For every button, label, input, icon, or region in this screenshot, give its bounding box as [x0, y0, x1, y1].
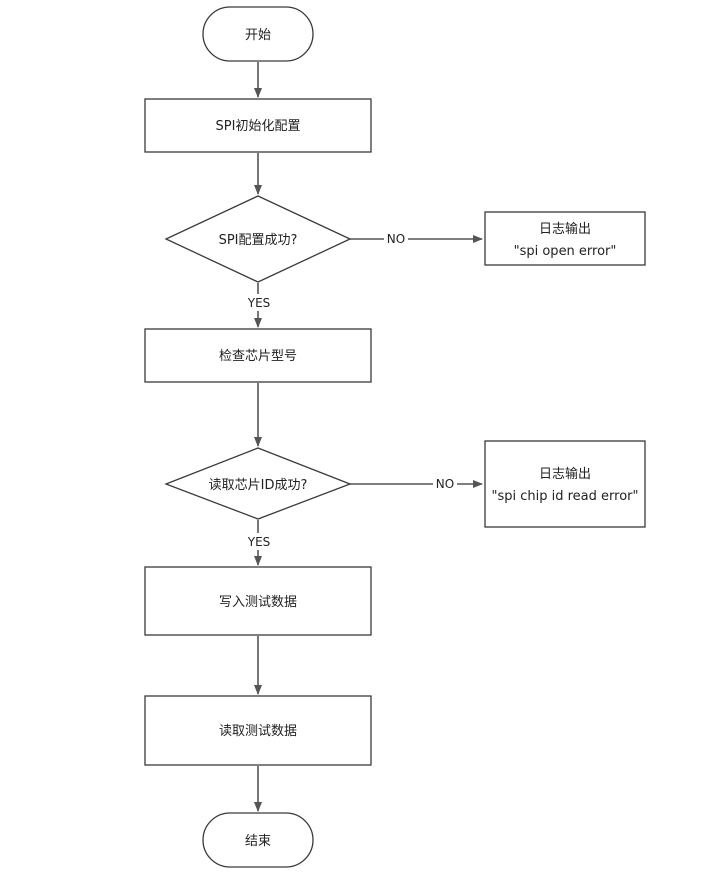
- node-log-open-title: 日志输出: [539, 221, 591, 237]
- node-start-label: 开始: [245, 28, 271, 43]
- edge-labels: NO YES NO YES: [244, 230, 457, 550]
- edge-label-yes1: YES: [247, 296, 271, 310]
- node-log-id-title: 日志输出: [539, 466, 591, 482]
- node-end: 结束: [202, 812, 314, 868]
- node-read-data-label: 读取测试数据: [219, 724, 297, 739]
- node-check-chip: 检查芯片型号: [144, 328, 372, 383]
- edge-label-no1: NO: [387, 232, 405, 246]
- node-spi-ok-label: SPI配置成功?: [219, 233, 298, 248]
- node-log-id-error: 日志输出 "spi chip id read error": [484, 440, 646, 528]
- node-log-open-error: 日志输出 "spi open error": [484, 211, 646, 266]
- node-spi-ok-decision: SPI配置成功?: [164, 195, 352, 283]
- node-spi-init: SPI初始化配置: [144, 98, 372, 153]
- node-log-open-message: "spi open error": [514, 244, 617, 259]
- node-check-chip-label: 检查芯片型号: [219, 349, 297, 364]
- node-write-data-label: 写入测试数据: [219, 595, 297, 610]
- node-log-id-message: "spi chip id read error": [492, 489, 639, 504]
- node-end-label: 结束: [245, 834, 271, 849]
- edge-label-no2: NO: [436, 477, 454, 491]
- node-spi-init-label: SPI初始化配置: [216, 119, 301, 134]
- node-read-id-decision: 读取芯片ID成功?: [164, 447, 352, 520]
- node-start: 开始: [202, 6, 314, 62]
- edge-label-yes2: YES: [247, 535, 271, 549]
- node-read-data: 读取测试数据: [144, 695, 372, 766]
- node-write-data: 写入测试数据: [144, 566, 372, 636]
- node-read-id-label: 读取芯片ID成功?: [209, 478, 308, 493]
